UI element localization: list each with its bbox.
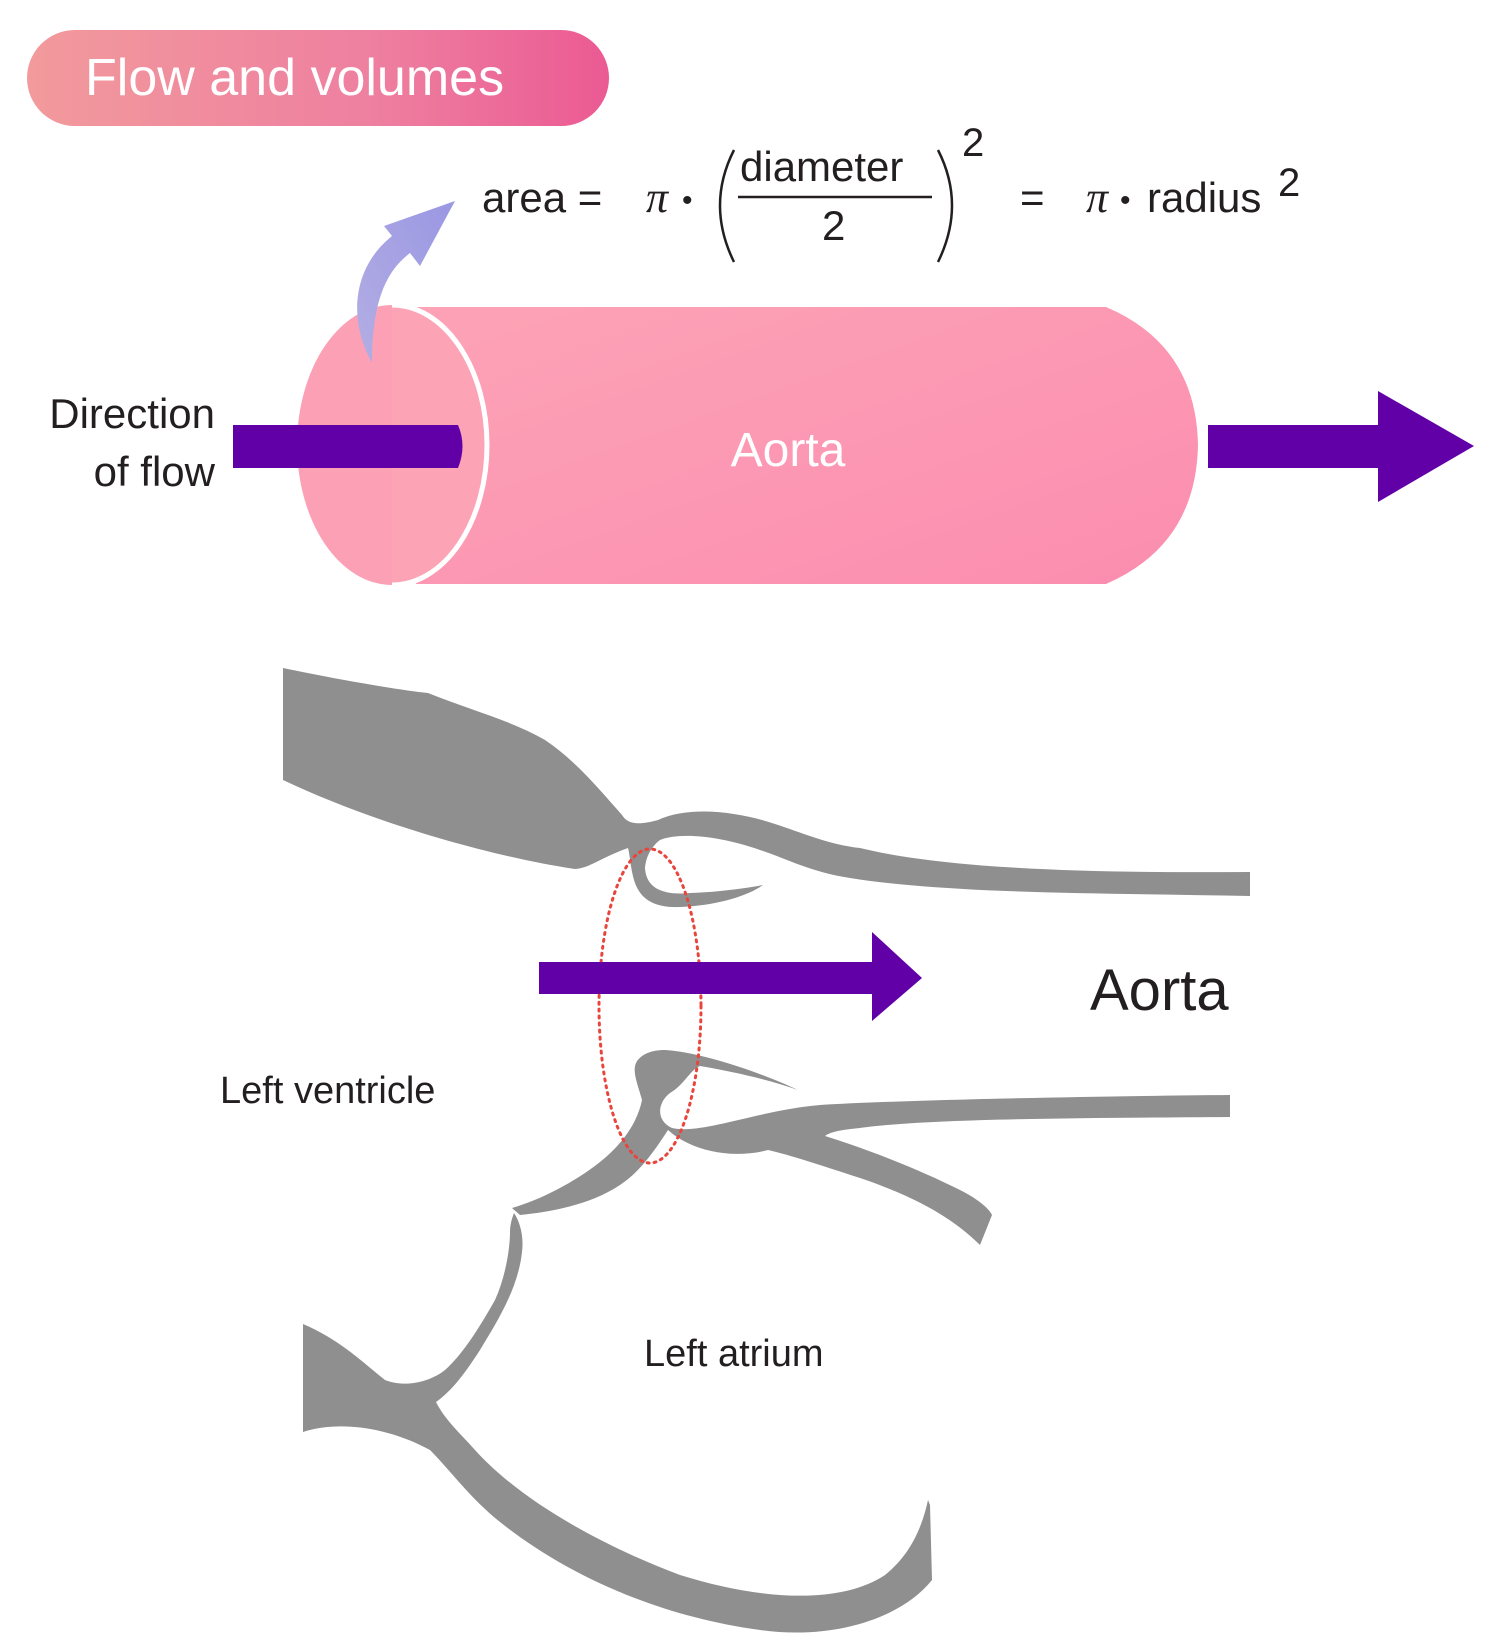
formula-lhs: area = [482, 174, 602, 221]
outflow-arrow-icon [1208, 391, 1474, 502]
area-formula: area = π • diameter 2 2 = π • radius 2 [482, 121, 1300, 263]
formula-exponent: 2 [962, 121, 984, 165]
curved-arrow-icon [357, 201, 455, 363]
lower-aortic-wall [512, 1050, 1230, 1245]
formula-equals: = [1020, 174, 1045, 221]
formula-dot: • [682, 184, 693, 217]
title-badge: Flow and volumes [27, 30, 609, 126]
page-title: Flow and volumes [85, 49, 505, 107]
upper-ventricle-wall [283, 668, 1250, 908]
aorta-cylinder: Aorta [294, 302, 1198, 588]
formula-dot-2: • [1120, 184, 1131, 217]
formula-radius-exponent: 2 [1278, 161, 1300, 205]
direction-label-line2: of flow [94, 448, 216, 495]
valve-flow-arrow-icon [539, 932, 922, 1021]
formula-radius: radius [1147, 174, 1261, 221]
left-ventricle-label: Left ventricle [220, 1070, 435, 1112]
formula-numerator: diameter [740, 143, 903, 190]
formula-denominator: 2 [822, 202, 845, 249]
heart-cross-section [283, 668, 1250, 1633]
left-atrium-label: Left atrium [644, 1333, 824, 1375]
aorta-label: Aorta [1090, 958, 1229, 1023]
formula-pi-2: π [1086, 173, 1110, 222]
valve-area-ellipse [597, 847, 703, 1165]
direction-label-line1: Direction [49, 390, 215, 437]
inflow-bar [233, 425, 463, 468]
right-paren [936, 149, 954, 263]
atrium-wall [303, 1213, 932, 1633]
left-paren [718, 149, 736, 263]
cylinder-body [416, 307, 1198, 584]
formula-pi: π [646, 173, 670, 222]
cylinder-label: Aorta [731, 424, 846, 477]
